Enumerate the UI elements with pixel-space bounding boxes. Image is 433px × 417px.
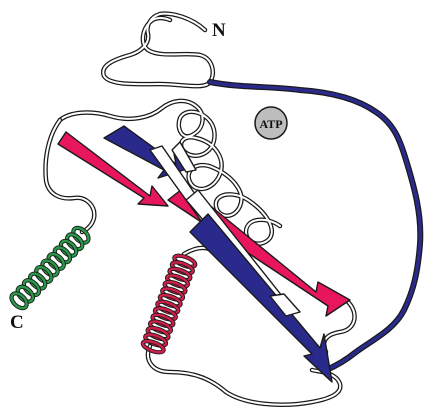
- atp-label: ATP: [259, 117, 282, 131]
- helix-turn: [141, 339, 165, 355]
- blue-outer-loop: [210, 82, 420, 370]
- red-helix: [141, 253, 196, 354]
- atp-ligand: ATP: [255, 107, 287, 139]
- green-helix: [9, 225, 92, 311]
- c-terminus-label: C: [10, 312, 24, 333]
- blue-strand-lower: [190, 214, 332, 382]
- n-terminus-label: N: [212, 20, 226, 41]
